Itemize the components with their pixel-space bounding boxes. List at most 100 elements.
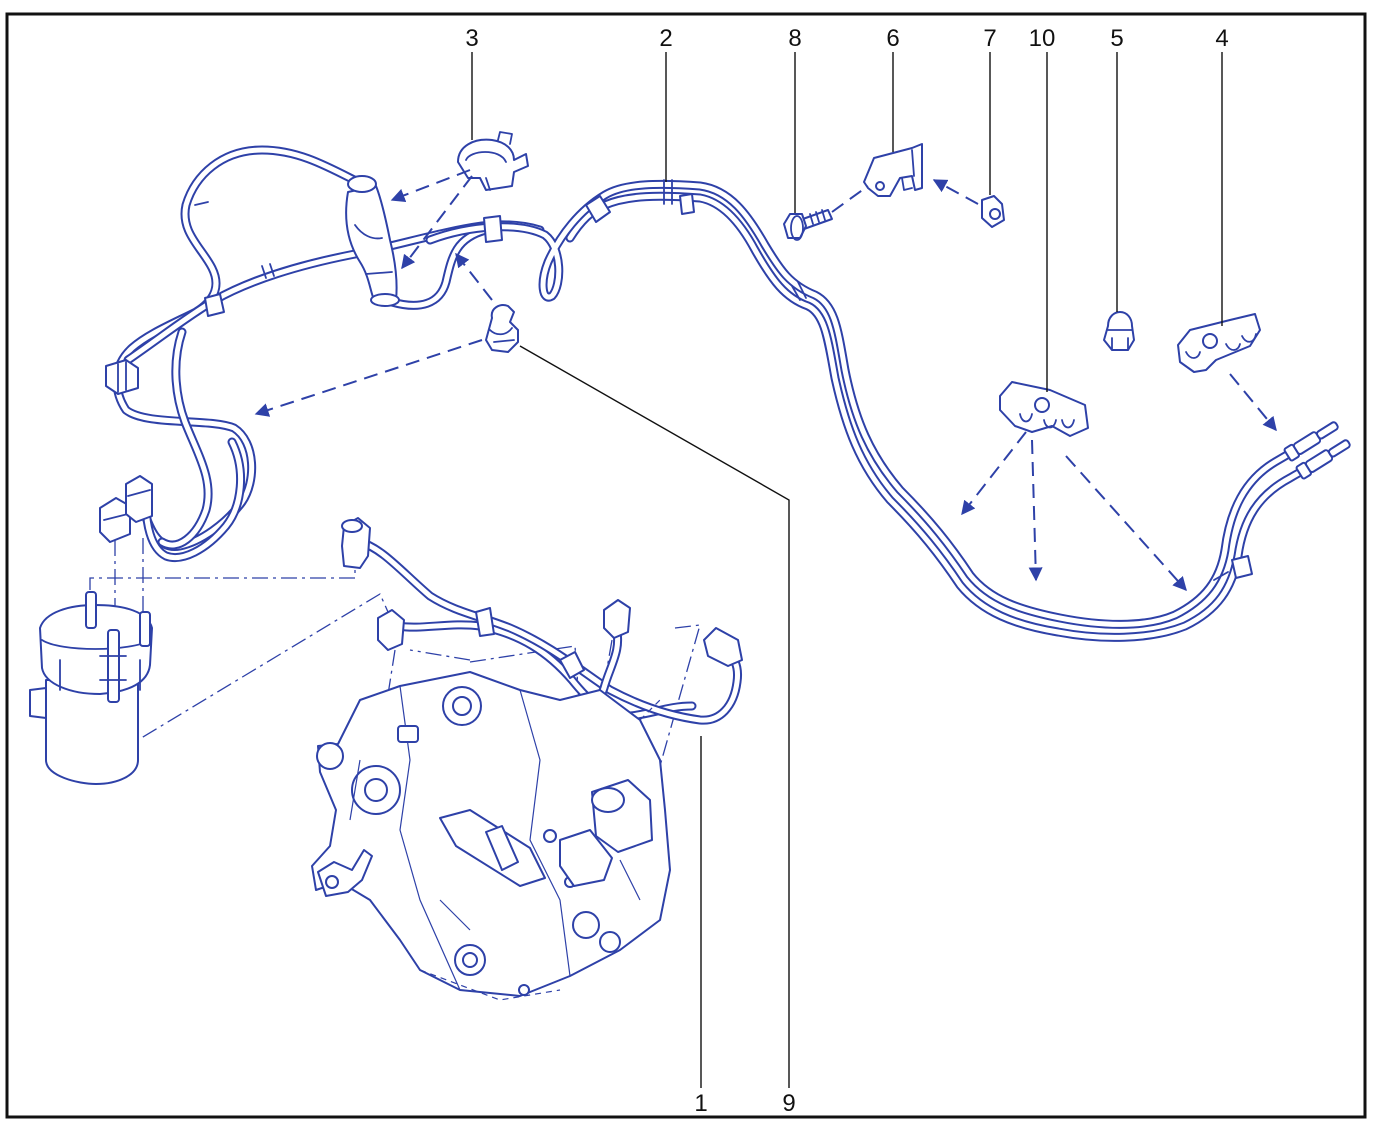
tube-ring: [663, 179, 673, 205]
pump-bolt: [518, 984, 530, 996]
pump-outline-dashed: [419, 699, 661, 1001]
callout-2: 2: [659, 25, 672, 52]
tube-clip: [1231, 555, 1253, 579]
tube-clip: [204, 293, 225, 317]
assembly-dash: [831, 185, 869, 213]
tube-outline: [162, 332, 208, 545]
callout-4: 4: [1215, 25, 1228, 52]
hose-connector-top: [347, 175, 377, 193]
assembly-arrow: [1028, 439, 1043, 582]
pipe-retaining-clip: [485, 304, 519, 353]
assembly-arrow: [455, 252, 493, 301]
callout-8: 8: [788, 25, 801, 52]
tube-clip: [585, 195, 611, 223]
assembly-arrow: [932, 179, 979, 205]
loop-connector-detail: [117, 361, 127, 393]
elbow-connector: [125, 475, 153, 523]
double-pipe-clip: [1177, 313, 1261, 373]
triple-pipe-clip-slot: [1019, 413, 1075, 429]
quick-connector-ring: [1283, 443, 1300, 462]
tube-core: [430, 184, 1302, 624]
callout-7: 7: [983, 25, 996, 52]
tube-outline: [570, 196, 1314, 637]
loop-connector: [105, 359, 139, 395]
pump-port-inner: [364, 778, 388, 802]
construction-line: [117, 593, 389, 753]
tube-clip: [679, 193, 695, 215]
pump-bolt: [543, 829, 557, 843]
callout-9: 9: [782, 1090, 795, 1117]
cage-nut-hole: [989, 208, 1001, 220]
pump-inlet-port: [316, 742, 344, 770]
elbow-connector-detail: [103, 513, 129, 521]
pipe-connector: [603, 599, 631, 639]
filter-nipple: [107, 629, 120, 703]
push-clip-detail: [1107, 329, 1133, 351]
filter-side-tab: [29, 687, 47, 719]
assembly-arrow: [1229, 373, 1277, 432]
filter-nipple: [139, 611, 151, 647]
tube-outline: [430, 184, 1302, 624]
construction-line: [89, 566, 356, 590]
assembly-arrows: [254, 169, 1277, 592]
triple-pipe-clip-hole: [1034, 397, 1050, 413]
pipe-elbow: [703, 627, 743, 667]
pipe-elbow: [377, 609, 405, 651]
saddle-clip: [457, 138, 529, 191]
pipe-elbow-end: [341, 519, 363, 533]
clip-4: [1177, 313, 1261, 373]
construction-line: [409, 649, 471, 661]
pump-bolt: [599, 931, 621, 953]
callouts: 3 2 8 6 7 10 5 4 1 9: [465, 25, 1228, 1117]
quick-connector: [1295, 439, 1351, 480]
callout-6: 6: [886, 25, 899, 52]
bracket-tab: [901, 149, 915, 191]
tube-ring: [261, 263, 275, 279]
pipe-clip: [559, 651, 585, 679]
pump-top-port-inner: [452, 696, 472, 716]
pump-bolt: [572, 911, 600, 939]
elbow-connector-detail: [127, 489, 151, 497]
clip-3: [457, 131, 529, 191]
push-clip: [1103, 311, 1135, 351]
bolt-flange: [790, 215, 804, 241]
assembly-arrow: [390, 169, 471, 203]
callout-5: 5: [1110, 25, 1123, 52]
pump-lower-fitting-hole: [325, 875, 339, 889]
clip-10: [999, 381, 1089, 437]
quick-connector-ring: [1295, 461, 1312, 480]
double-pipe-clip-hole: [1202, 333, 1218, 349]
pump-top-boss: [397, 725, 419, 743]
bolt-8: [783, 209, 833, 241]
pipe-clip: [475, 607, 495, 637]
leader-9: [519, 345, 790, 1088]
bracket-hole: [875, 181, 885, 191]
pump-valve-cylinder-end: [591, 787, 625, 813]
elbow-connector: [99, 497, 131, 543]
nut-7: [981, 195, 1005, 228]
fuel-pipe: [341, 517, 743, 720]
assembly-arrow: [254, 339, 483, 417]
clip-5: [1103, 311, 1135, 351]
bracket-6: [863, 143, 923, 197]
filter-nipple-detail: [99, 655, 127, 681]
fuel-pump: [311, 671, 671, 1001]
tube-clip: [483, 215, 503, 243]
assembly-arrow: [961, 431, 1027, 516]
bolt-thread: [809, 209, 826, 225]
quick-connector-tip: [1316, 421, 1339, 440]
tube-core: [570, 196, 1314, 637]
quick-connector-tip: [1328, 439, 1351, 458]
clip-9: [485, 304, 519, 353]
double-pipe-clip-slot: [1185, 333, 1257, 359]
pipe-retaining-clip-detail: [489, 327, 515, 343]
pump-bottom-port-inner: [462, 952, 478, 968]
tube-ring: [791, 281, 807, 301]
assembly-arrow: [401, 175, 473, 270]
filter-body: [45, 679, 139, 785]
pump-shaft-collar: [485, 825, 519, 871]
quick-connector: [1283, 421, 1339, 462]
fuel-filter: [29, 591, 153, 785]
tube-ring: [194, 201, 209, 206]
